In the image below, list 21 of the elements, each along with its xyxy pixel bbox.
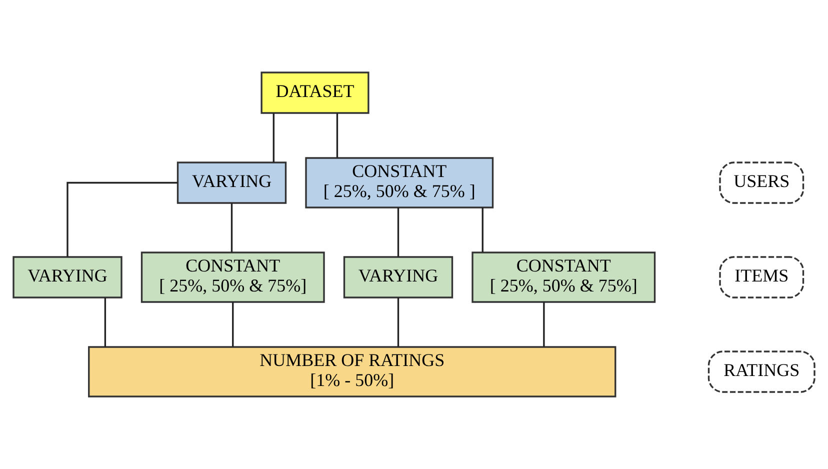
connector	[397, 298, 400, 347]
connector	[230, 203, 233, 252]
connector	[543, 302, 545, 347]
connector	[232, 302, 234, 347]
connector	[336, 113, 338, 158]
node-box: DATASET	[260, 72, 370, 114]
node-box: CONSTANT [ 25%, 50% & 75%]	[472, 252, 656, 303]
node-box: NUMBER OF RATINGS [1% - 50%]	[88, 346, 616, 398]
node-box: CONSTANT [ 25%, 50% & 75%]	[140, 252, 325, 303]
node-box: ITEMS	[719, 256, 804, 298]
node-box: VARYING	[343, 256, 454, 298]
node-box: VARYING	[12, 256, 122, 298]
connector	[66, 182, 178, 257]
connector	[272, 113, 274, 162]
node-box: RATINGS	[708, 350, 816, 393]
node-box: VARYING	[176, 162, 287, 204]
connector	[397, 208, 400, 257]
connector	[104, 298, 106, 347]
node-box: USERS	[719, 162, 804, 204]
node-box: CONSTANT [ 25%, 50% & 75% ]	[305, 157, 494, 208]
connector	[482, 208, 484, 252]
